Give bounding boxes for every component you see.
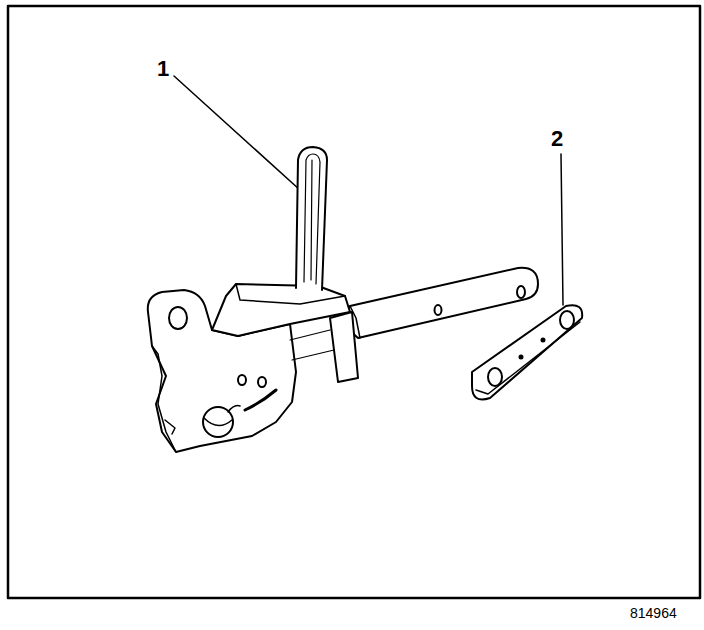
leader-line bbox=[561, 154, 563, 305]
callout-number: 2 bbox=[551, 128, 563, 150]
leader-line bbox=[174, 76, 300, 190]
lever-housing bbox=[212, 284, 358, 382]
spacer-plate bbox=[472, 305, 582, 399]
callout-number: 1 bbox=[157, 58, 169, 80]
recliner-arm bbox=[340, 268, 538, 338]
frame bbox=[8, 6, 700, 598]
figure-number: 814964 bbox=[630, 606, 677, 620]
release-handle bbox=[296, 147, 327, 290]
